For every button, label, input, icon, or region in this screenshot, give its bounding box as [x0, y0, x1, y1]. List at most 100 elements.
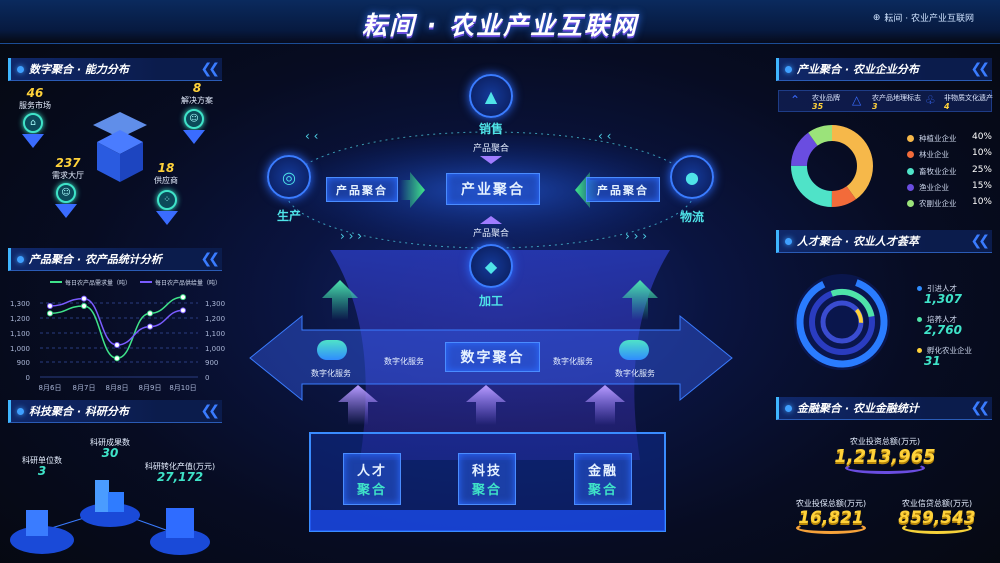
panel-title: 科技聚合 · 科研分布	[29, 405, 129, 418]
finance-value: 1,213,965	[834, 446, 936, 467]
data-point	[81, 302, 87, 309]
donut-slice	[791, 125, 873, 207]
svg-text:› › ›: › › ›	[340, 229, 362, 243]
panel-header-finance: 金融聚合 · 农业金融统计❮❮	[776, 397, 992, 420]
product-agg-box-left[interactable]: 产品聚合	[326, 177, 398, 202]
legend-label: 每日农产品供给量（吨）	[155, 279, 221, 287]
heritage-icon: ♧	[925, 93, 936, 107]
chevron-icon: ❮❮	[200, 61, 221, 77]
svg-text:‹ ‹: ‹ ‹	[598, 129, 611, 143]
y-tick-right: 900	[205, 359, 218, 367]
capability-label: 解决方案	[181, 96, 213, 105]
capability-label: 需求大厅	[52, 171, 84, 180]
finance-value: 16,821	[798, 508, 864, 528]
legend-label: 引进人才	[927, 284, 957, 293]
box-line: 聚合	[356, 483, 387, 498]
donut-slice	[791, 125, 873, 207]
y-tick-left: 1,000	[10, 345, 30, 353]
x-tick: 8月7日	[73, 384, 96, 392]
legend-dot	[907, 183, 914, 191]
finance-label: 农业信贷总额(万元)	[901, 499, 973, 508]
x-tick: 8月10日	[169, 384, 196, 392]
triangle-icon: △	[852, 93, 862, 107]
finance-label: 农业投资总额(万元)	[849, 437, 921, 446]
y-tick-right: 0	[205, 374, 209, 382]
node-label-logistics: 物流	[679, 210, 705, 224]
chevron-icon: ❮❮	[200, 251, 221, 267]
x-tick: 8月6日	[39, 384, 62, 392]
data-point	[47, 302, 53, 309]
stat-label: 非物质文化遗产	[944, 94, 993, 102]
talent-legend-item: 培养人才	[917, 314, 957, 325]
tech-agg-box[interactable]: 科技聚合	[458, 453, 516, 505]
digital-service-label: 数字化服务	[615, 369, 655, 378]
research-value: 30	[101, 446, 119, 460]
node-label-processing: 加工	[478, 294, 504, 308]
production-node-icon[interactable]: ◎	[267, 155, 311, 199]
ring-incubated	[821, 301, 863, 343]
breadcrumb-text: 耘间 · 农业产业互联网	[884, 14, 974, 24]
legend-label: 渔业企业	[919, 182, 949, 192]
stat-value: 3	[872, 102, 878, 111]
y-tick-left: 0	[26, 374, 30, 382]
stat-label: 农业品牌	[812, 94, 840, 102]
legend-percent: 10%	[971, 148, 992, 159]
capability-value: 8	[192, 81, 202, 95]
talent-agg-box[interactable]: 人才聚合	[343, 453, 401, 505]
digital-agg-box[interactable]: 数字聚合	[445, 342, 540, 372]
brand-icon: ⌃	[790, 93, 801, 107]
legend-item: 畜牧业企业	[907, 166, 957, 177]
ring-imported-talent	[796, 276, 888, 368]
y-tick-left: 1,200	[10, 315, 30, 323]
x-tick: 8月8日	[106, 384, 129, 392]
network-icon: ⁘	[156, 190, 178, 225]
legend-dot	[907, 135, 914, 142]
legend-percent: 15%	[971, 180, 992, 191]
data-point	[114, 342, 120, 349]
legend-item: 农副业企业	[907, 198, 957, 209]
people-icon: ☺	[55, 183, 77, 218]
capability-value: 18	[157, 161, 175, 175]
talent-legend-item: 引进人才	[917, 283, 957, 294]
legend-percent: 10%	[971, 197, 992, 208]
sales-node-icon[interactable]: ▲	[469, 74, 513, 118]
stat-label: 农产品地理标志	[872, 94, 921, 102]
breadcrumb[interactable]: ⊕耘间 · 农业产业互联网	[872, 11, 974, 25]
data-point	[114, 355, 120, 362]
svg-text:‹ ‹: ‹ ‹	[305, 129, 318, 143]
research-label: 科研单位数	[22, 456, 62, 465]
legend-label: 种植业企业	[919, 134, 957, 143]
data-point	[147, 323, 153, 330]
chevron-icon: ❮❮	[970, 61, 991, 77]
data-point	[147, 310, 153, 317]
panel-title: 金融聚合 · 农业金融统计	[797, 402, 919, 415]
logistics-node-icon[interactable]: ●	[670, 155, 714, 199]
panel-header-enterprise: 产业聚合 · 农业企业分布❮❮	[776, 58, 992, 81]
enterprise-donut-chart	[791, 125, 873, 207]
processing-node-icon[interactable]: ◆	[469, 244, 513, 288]
y-tick-right: 1,300	[205, 300, 225, 308]
enterprise-stats-strip	[778, 90, 992, 112]
talent-value: 2,760	[924, 323, 962, 337]
cloud-icon	[317, 340, 347, 360]
legend-percent: 40%	[971, 132, 992, 142]
product-agg-box-right[interactable]: 产品聚合	[586, 177, 660, 202]
research-label: 科研成果数	[90, 438, 130, 447]
capability-label: 供应商	[154, 176, 178, 185]
data-point	[81, 295, 87, 302]
product-agg-label-bottom: 产品聚合	[472, 229, 510, 239]
globe-icon: ⊕	[872, 12, 881, 23]
header-bar	[0, 0, 1000, 44]
capability-value: 46	[26, 86, 44, 100]
panel-header-product-stats: 产品聚合 · 农产品统计分析❮❮	[8, 248, 222, 271]
industry-agg-box[interactable]: 产业聚合	[446, 173, 540, 205]
box-line: 科技	[471, 464, 502, 479]
svg-text:› › ›: › › ›	[625, 229, 647, 243]
people-icon: ☺	[183, 109, 205, 144]
legend-label: 每日农产品需求量（吨）	[65, 279, 131, 287]
box-line: 聚合	[587, 483, 618, 498]
finance-agg-box[interactable]: 金融聚合	[574, 453, 632, 505]
legend-label: 农副业企业	[919, 199, 957, 209]
box-line: 人才	[356, 464, 387, 479]
